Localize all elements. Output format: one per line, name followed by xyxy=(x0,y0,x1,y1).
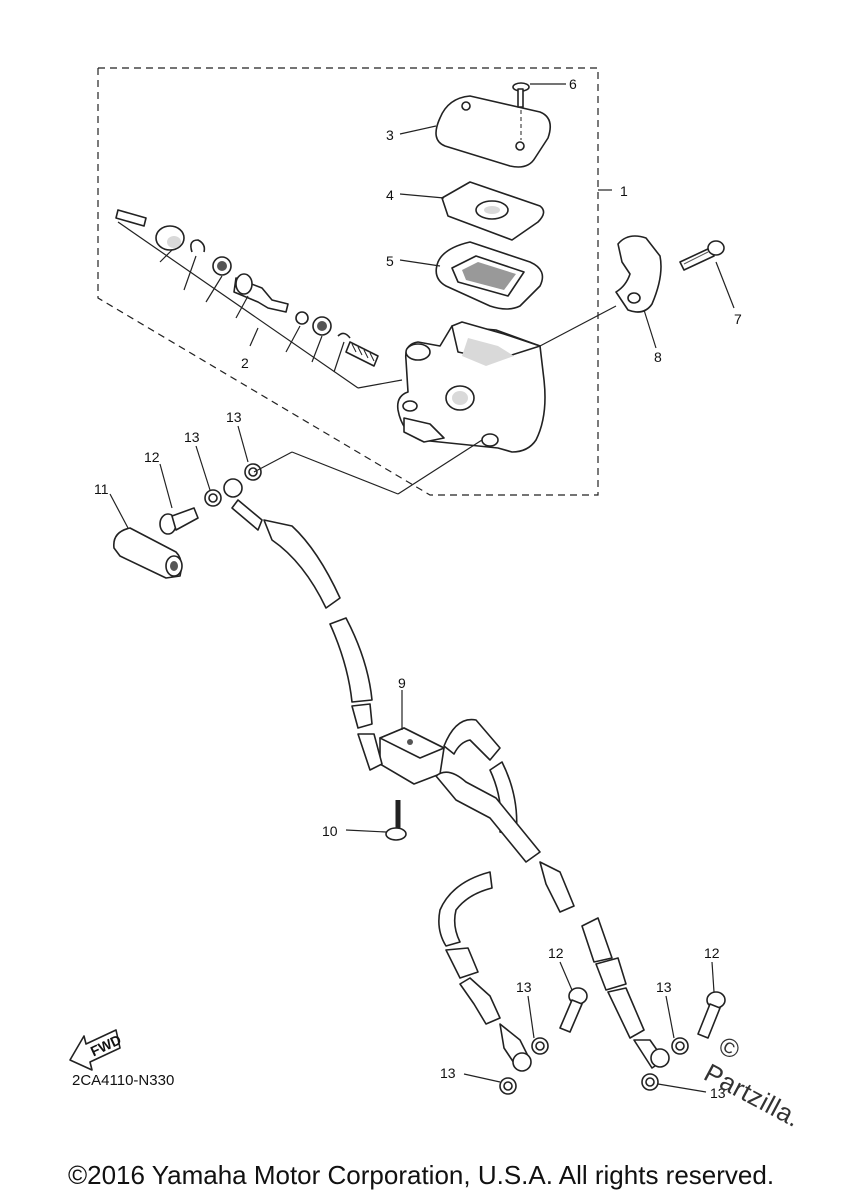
leader-lines xyxy=(109,83,735,1093)
callout-5: 5 xyxy=(386,253,394,269)
dust-boot[interactable] xyxy=(113,527,183,579)
cap-screw[interactable] xyxy=(512,82,530,140)
callout-4: 4 xyxy=(386,187,394,203)
callout-2: 2 xyxy=(241,355,249,371)
copper-washers-lower[interactable] xyxy=(499,1037,689,1095)
callout-13-top-right: 13 xyxy=(226,409,242,425)
callout-12-lower-left: 12 xyxy=(548,945,564,961)
joint-bolt[interactable] xyxy=(385,800,407,841)
callout-13-top-left: 13 xyxy=(184,429,200,445)
diaphragm[interactable] xyxy=(435,241,544,310)
callout-13-lower-a: 13 xyxy=(516,979,532,995)
assembly-boundary xyxy=(97,67,599,496)
callout-labels: 1 2 3 4 5 6 7 8 9 10 11 12 12 12 13 13 1… xyxy=(94,76,742,1101)
fwd-arrow-icon: FWD xyxy=(69,1029,124,1071)
banjo-bolt-lower-right[interactable] xyxy=(697,991,726,1039)
callout-13-lower-c: 13 xyxy=(656,979,672,995)
callout-13-lower-d: 13 xyxy=(710,1085,726,1101)
callout-6: 6 xyxy=(569,76,577,92)
callout-9: 9 xyxy=(398,675,406,691)
piston-kit[interactable] xyxy=(115,209,379,367)
copyright-notice: ©2016 Yamaha Motor Corporation, U.S.A. A… xyxy=(67,1160,775,1190)
callout-8: 8 xyxy=(654,349,662,365)
callout-10: 10 xyxy=(322,823,338,839)
callout-12-top: 12 xyxy=(144,449,160,465)
clamp-bolt[interactable] xyxy=(679,240,725,271)
banjo-bolt-top[interactable] xyxy=(159,507,199,535)
copper-washers-top[interactable] xyxy=(204,463,262,507)
clamp-holder[interactable] xyxy=(615,235,662,313)
callout-1: 1 xyxy=(620,183,628,199)
brake-hose-joint[interactable] xyxy=(357,727,445,785)
lower-brake-hose-right[interactable] xyxy=(435,771,670,1069)
banjo-bolt-lower-left[interactable] xyxy=(559,987,588,1033)
callout-12-lower-right: 12 xyxy=(704,945,720,961)
callout-11: 11 xyxy=(94,481,109,497)
callout-3: 3 xyxy=(386,127,394,143)
reservoir-cap[interactable] xyxy=(435,95,551,168)
lower-brake-hose-left[interactable] xyxy=(438,718,532,1072)
diagram-code: 2CA4110-N330 xyxy=(72,1072,175,1089)
upper-brake-hose[interactable] xyxy=(223,478,373,729)
callout-13-lower-b: 13 xyxy=(440,1065,456,1081)
master-cylinder-body[interactable] xyxy=(396,321,546,453)
diaphragm-plate[interactable] xyxy=(441,181,545,241)
callout-7: 7 xyxy=(734,311,742,327)
